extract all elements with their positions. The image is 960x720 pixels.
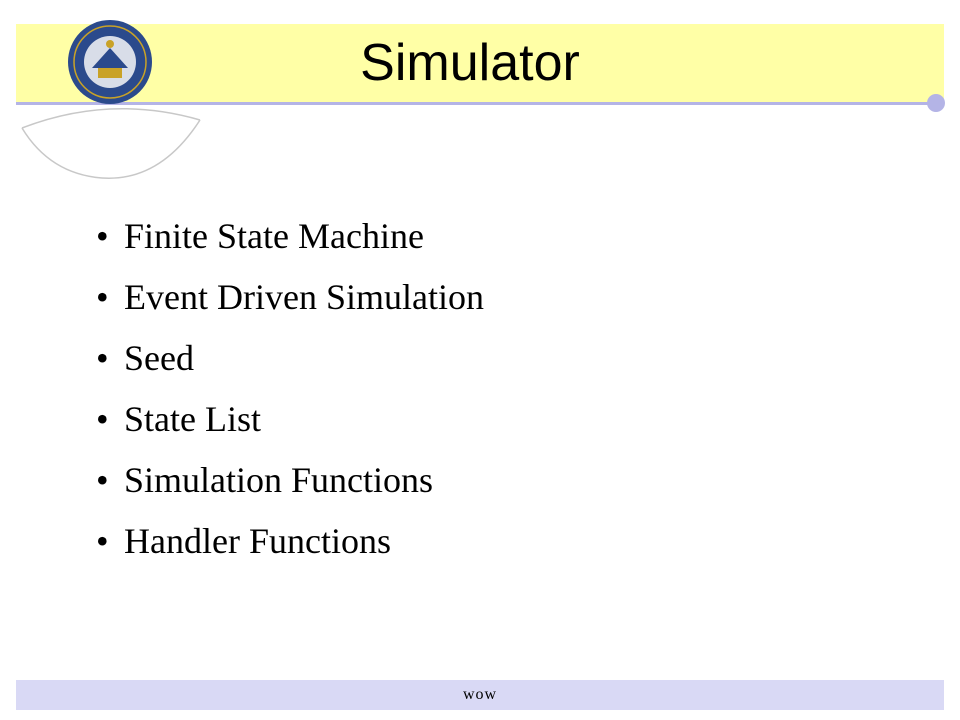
- bullet-text: State List: [124, 399, 261, 439]
- bullet-list: • Finite State Machine • Event Driven Simu…: [96, 206, 484, 572]
- bullet-dot: •: [96, 216, 109, 256]
- bullet-text: Handler Functions: [124, 521, 391, 561]
- decorative-arc: [21, 107, 201, 179]
- university-seal-icon: [68, 20, 152, 104]
- title-underline: [16, 102, 936, 105]
- bullet-text: Event Driven Simulation: [124, 277, 484, 317]
- slide-title: Simulator: [360, 34, 580, 92]
- bullet-dot: •: [96, 521, 109, 561]
- bullet-dot: •: [96, 399, 109, 439]
- bullet-text: Simulation Functions: [124, 460, 434, 500]
- bullet-item: • Seed: [96, 328, 484, 389]
- bullet-item: • Handler Functions: [96, 511, 484, 572]
- bullet-item: • Finite State Machine: [96, 206, 484, 267]
- title-line-end-dot: [927, 94, 945, 112]
- bullet-dot: •: [96, 277, 109, 317]
- footer-band: wow: [16, 680, 944, 710]
- bullet-item: • Event Driven Simulation: [96, 267, 484, 328]
- bullet-text: Seed: [124, 338, 194, 378]
- bullet-item: • Simulation Functions: [96, 450, 484, 511]
- bullet-item: • State List: [96, 389, 484, 450]
- footer-text: wow: [462, 686, 498, 703]
- bullet-dot: •: [96, 338, 109, 378]
- title-band: [16, 24, 944, 102]
- bullet-text: Finite State Machine: [124, 216, 424, 256]
- bullet-dot: •: [96, 460, 109, 500]
